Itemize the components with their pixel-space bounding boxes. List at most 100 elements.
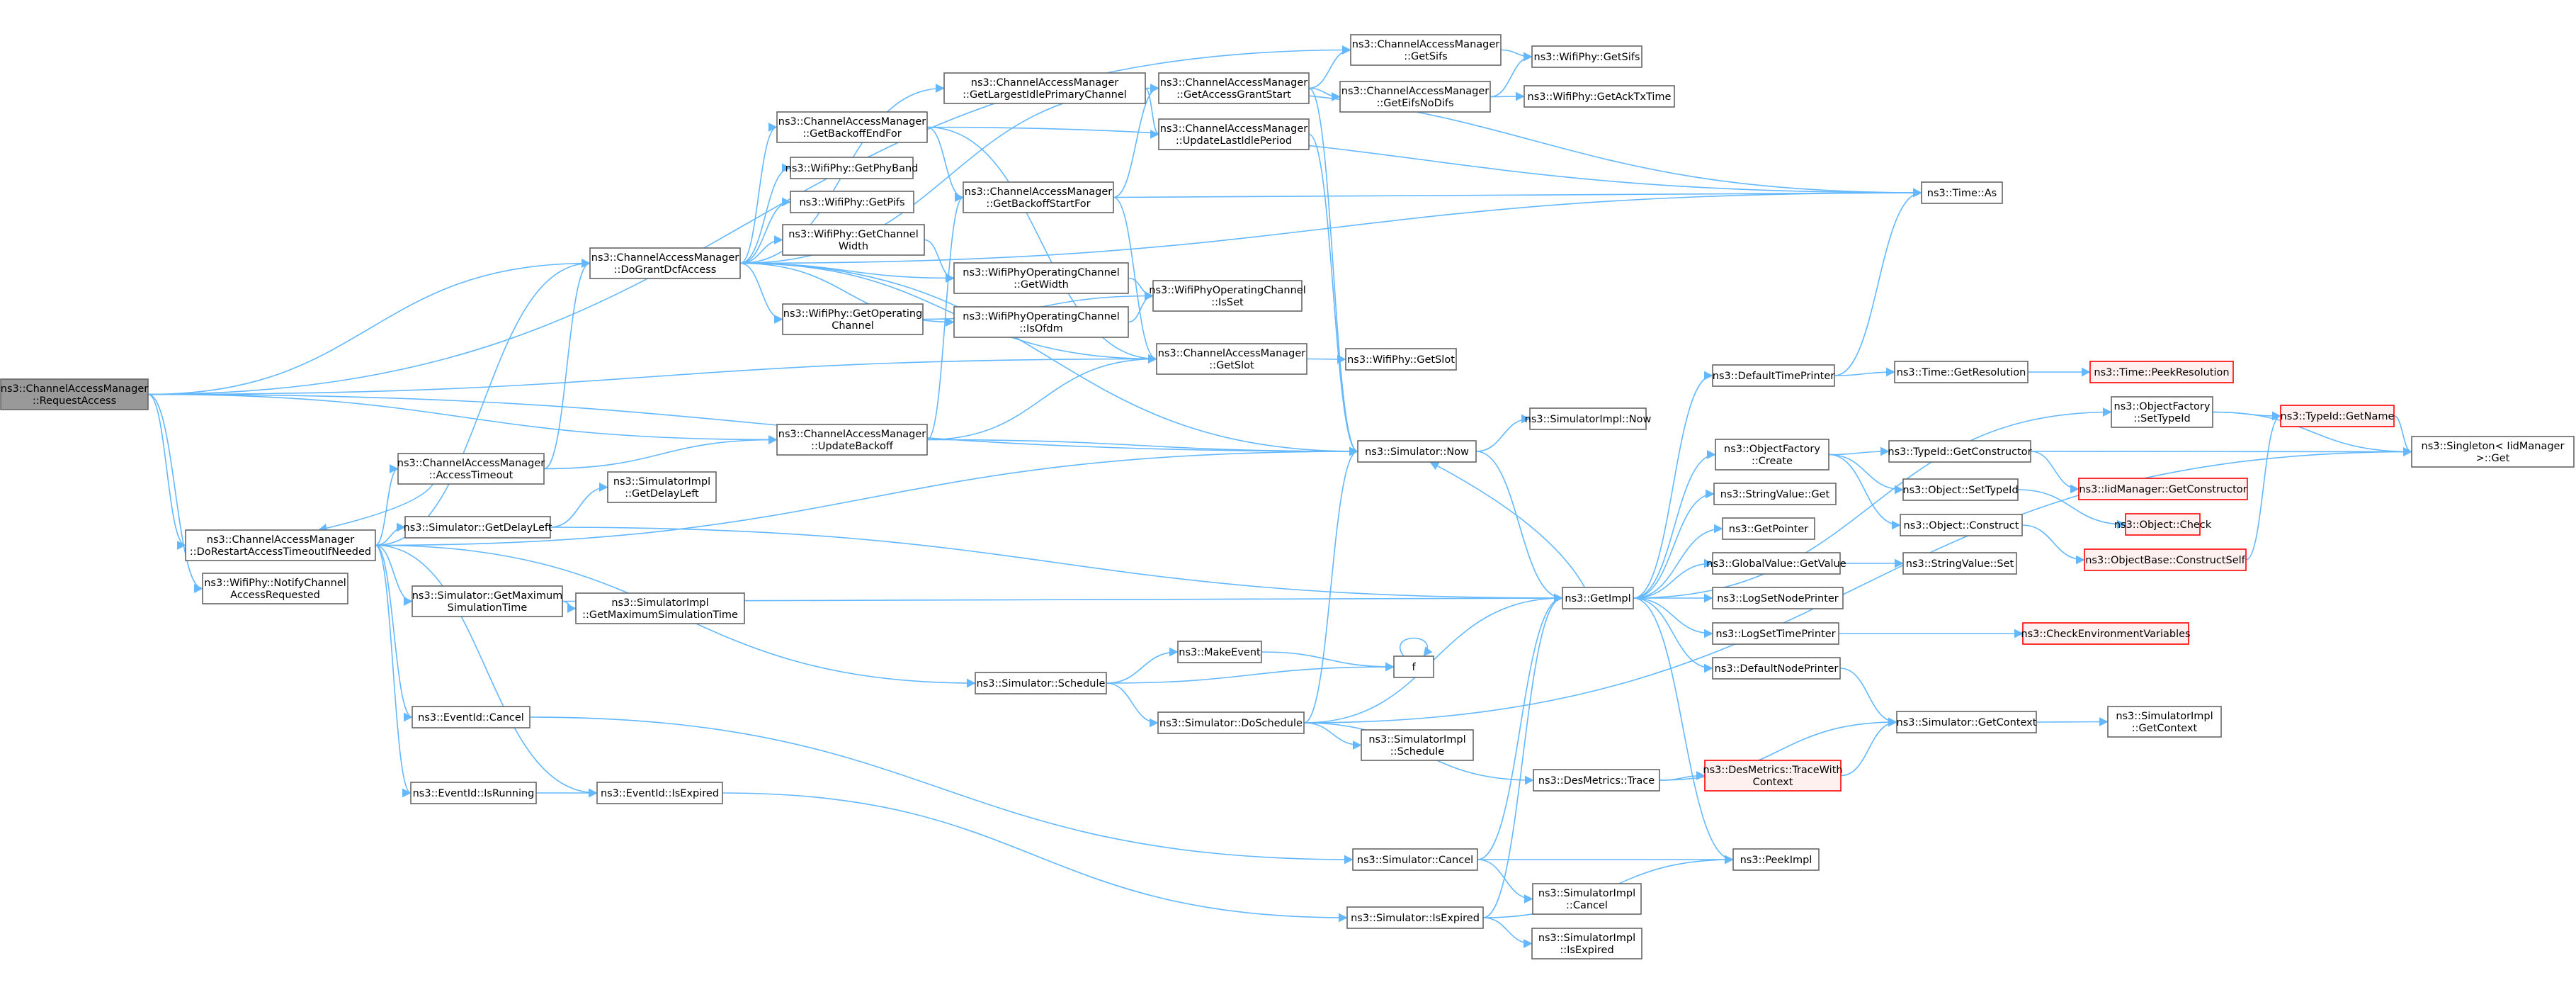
function-node[interactable]: ns3::ChannelAccessManager::UpdateLastIdl… [1158,118,1310,150]
function-node[interactable]: ns3::Object::SetTypeId [1902,478,2019,501]
node-box [1900,514,2023,536]
function-node[interactable]: ns3::StringValue::Set [1902,552,2017,575]
function-node[interactable]: ns3::SimulatorImpl::GetDelayLeft [607,471,717,503]
function-node[interactable]: ns3::ChannelAccessManager::GetSlot [1156,343,1307,375]
function-node[interactable]: ns3::EventId::IsExpired [596,782,723,804]
function-node[interactable]: ns3::ChannelAccessManager::UpdateBackoff [776,424,928,456]
function-node[interactable]: ns3::CheckEnvironmentVariables [2021,622,2191,645]
call-edge [550,527,1563,603]
call-edge [147,259,591,395]
function-node[interactable]: ns3::ChannelAccessManager::DoRestartAcce… [185,529,376,561]
call-edge [739,262,1358,456]
function-node[interactable]: ns3::WifiPhy::GetSifs [1531,45,1642,68]
function-node[interactable]: ns3::IidManager::GetConstructor [2078,478,2248,500]
function-node[interactable]: ns3::TypeId::GetConstructor [1888,440,2032,463]
function-node[interactable]: ns3::ChannelAccessManager::GetAccessGran… [1158,72,1310,104]
function-node[interactable]: ns3::Simulator::GetDelayLeft [404,516,552,539]
function-node[interactable]: ns3::EventId::Cancel [412,706,530,728]
node-label-line: ns3::SimulatorImpl [2116,711,2213,722]
call-edge [1308,45,1351,89]
function-node[interactable]: ns3::WifiPhy::GetSlot [1345,348,1457,371]
function-node[interactable]: ns3::Time::As [1921,181,2003,204]
function-node[interactable]: ns3::ObjectBase::ConstructSelf [2084,548,2247,571]
function-node[interactable]: ns3::Simulator::Schedule [975,672,1107,694]
function-node[interactable]: ns3::Simulator::IsExpired [1346,906,1484,929]
function-node[interactable]: ns3::GetImpl [1562,587,1634,609]
node-label-line: ns3::ChannelAccessManager [591,252,739,264]
function-node[interactable]: ns3::LogSetNodePrinter [1712,587,1844,609]
node-label-line: ::GetDelayLeft [625,488,699,500]
call-edge [1113,84,1159,198]
function-node[interactable]: ns3::ChannelAccessManager::GetBackoffEnd… [776,111,928,143]
function-node[interactable]: ns3::EventId::IsRunning [410,782,537,804]
node-label-line: ns3::ChannelAccessManager [1352,39,1500,50]
function-node[interactable]: ns3::SimulatorImpl::Cancel [1532,883,1642,915]
node-box [2078,478,2248,500]
function-node[interactable]: ns3::Simulator::DoSchedule [1157,711,1305,734]
function-node[interactable]: ns3::ChannelAccessManager::DoGrantDcfAcc… [589,247,741,279]
function-node[interactable]: ns3::WifiPhy::GetPifs [790,191,914,213]
call-edge [1475,451,1563,603]
function-node[interactable]: ns3::ChannelAccessManager::AccessTimeout [397,453,545,485]
function-node[interactable]: ns3::ChannelAccessManager::GetSifs [1350,34,1502,66]
node-label-line: ::DoRestartAccessTimeoutIfNeeded [190,546,371,558]
function-node[interactable]: ns3::ObjectFactory::SetTypeId [2111,396,2213,428]
function-node[interactable]: ns3::StringValue::Get [1713,483,1837,505]
call-edge [147,393,203,593]
function-node[interactable]: ns3::GlobalValue::GetValue [1706,552,1846,575]
function-node[interactable]: ns3::MakeEvent [1177,641,1262,663]
function-node[interactable]: ns3::GetPointer [1722,517,1815,540]
node-label-line: ::UpdateLastIdlePeriod [1176,135,1292,147]
function-node[interactable]: ns3::Simulator::GetMaximumSimulationTime [412,585,563,617]
function-node[interactable]: ns3::WifiPhy::GetAckTxTime [1524,85,1675,108]
function-node[interactable]: ns3::LogSetTimePrinter [1712,622,1839,645]
function-node[interactable]: ns3::SimulatorImpl::Now [1525,407,1652,430]
node-label-line: ns3::Time::GetResolution [1897,367,2026,378]
function-node[interactable]: ns3::WifiPhy::NotifyChannelAccessRequest… [202,573,348,604]
function-node[interactable]: f [1393,655,1434,678]
function-node[interactable]: ns3::DefaultTimePrinter [1712,364,1835,387]
function-node[interactable]: ns3::Time::GetResolution [1894,361,2029,383]
call-edge [1145,87,1159,139]
node-label-line: ns3::IidManager::GetConstructor [2079,484,2247,495]
function-node[interactable]: ns3::Time::PeekResolution [2089,361,2234,383]
function-node[interactable]: ns3::ChannelAccessManager::RequestAccess [0,378,149,410]
function-node[interactable]: ns3::Object::Check [2114,513,2212,536]
node-box [790,191,914,213]
node-label-line: ns3::WifiPhy::GetAckTxTime [1528,91,1672,103]
node-label-line: ns3::WifiPhy::GetChannel [788,229,919,240]
node-box [2125,513,2201,536]
function-node[interactable]: ns3::WifiPhy::GetPhyBand [785,157,919,179]
function-node[interactable]: ns3::SimulatorImpl::IsExpired [1531,928,1642,959]
function-node[interactable]: ns3::TypeId::GetName [2280,405,2395,427]
node-label-line: ns3::ChannelAccessManager [207,534,355,546]
function-node[interactable]: ns3::DefaultNodePrinter [1712,657,1841,680]
function-node[interactable]: ns3::ChannelAccessManager::GetEifsNoDifs [1339,81,1491,113]
function-node[interactable]: ns3::SimulatorImpl::GetContext [2107,706,2222,738]
node-label-line: ns3::ChannelAccessManager [965,186,1113,198]
function-node[interactable]: ns3::WifiPhyOperatingChannel::IsOfdm [953,306,1129,338]
node-label-line: ns3::DefaultTimePrinter [1713,371,1834,382]
function-node[interactable]: ns3::ChannelAccessManager::GetBackoffSta… [963,181,1114,213]
call-edge [1113,188,1922,198]
node-label-line: ::Schedule [1390,746,1444,758]
function-node[interactable]: ns3::Simulator::GetContext [1896,711,2037,733]
node-box [1352,848,1478,871]
function-node[interactable]: ns3::ObjectFactory::Create [1715,439,1829,471]
function-node[interactable]: ns3::DesMetrics::Trace [1533,769,1660,792]
function-node[interactable]: ns3::Simulator::Now [1357,440,1477,463]
function-node[interactable]: ns3::Simulator::Cancel [1352,848,1478,871]
function-node[interactable]: ns3::WifiPhyOperatingChannel::IsSet [1149,280,1306,312]
function-node[interactable]: ns3::WifiPhyOperatingChannel::GetWidth [953,262,1129,294]
function-node[interactable]: ns3::SimulatorImpl::GetMaximumSimulation… [575,592,745,624]
call-edge [562,593,1563,603]
edge-layer [147,45,2412,948]
function-node[interactable]: ns3::PeekImpl [1732,848,1820,871]
function-node[interactable]: ns3::Object::Construct [1900,514,2023,536]
function-node[interactable]: ns3::SimulatorImpl::Schedule [1361,729,1474,761]
function-node[interactable]: ns3::ChannelAccessManager::GetLargestIdl… [943,72,1146,104]
function-node[interactable]: ns3::Singleton< IidManager>::Get [2411,436,2575,468]
